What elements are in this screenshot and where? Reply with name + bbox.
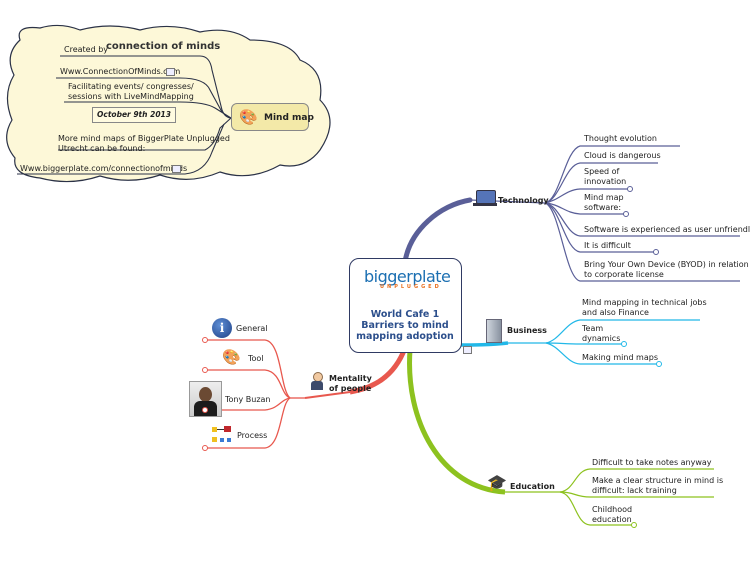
biggerplate-link[interactable]: Www.biggerplate.com/connectionofminds — [20, 164, 188, 173]
expand-icon[interactable] — [631, 522, 637, 528]
more-maps-line-2: Utrecht can be found: — [58, 144, 146, 153]
flowchart-icon — [210, 425, 234, 445]
mentality-item-process[interactable]: Process — [237, 431, 268, 440]
expand-icon[interactable] — [202, 337, 208, 343]
website-link[interactable]: Www.ConnectionOfMinds.com — [60, 67, 181, 76]
biggerplate-logo-sub: UNPLUGGED — [380, 284, 442, 290]
building-icon — [486, 319, 502, 343]
callout-cloud — [6, 24, 331, 183]
palette-icon: 🎨 — [222, 348, 241, 366]
palette-icon: 🎨 — [239, 108, 258, 126]
expand-icon[interactable] — [627, 186, 633, 192]
more-maps-line-1: More mind maps of BiggerPlate Unplugged — [58, 134, 230, 143]
tech-item-5[interactable]: Software is experienced as user unfriend… — [584, 225, 750, 234]
expand-icon[interactable] — [623, 211, 629, 217]
education-label[interactable]: Education — [510, 482, 555, 491]
laptop-icon — [476, 190, 496, 204]
mind-map-node[interactable]: 🎨 Mind map — [231, 103, 314, 131]
education-item-1[interactable]: Difficult to take notes anyway — [592, 458, 712, 467]
technology-label[interactable]: Technology — [498, 196, 549, 205]
central-topic[interactable]: biggerplate UNPLUGGED World Cafe 1 Barri… — [349, 258, 462, 353]
connection-of-minds-logo: connection of minds — [106, 41, 221, 52]
person-icon — [310, 372, 324, 390]
mentality-item-tool[interactable]: Tool — [248, 354, 264, 363]
mind-map-label: Mind map — [264, 113, 314, 123]
tech-item-2[interactable]: Cloud is dangerous — [584, 151, 661, 160]
created-by-label: Created by — [64, 45, 109, 54]
facilitating-line-1: Facilitating events/ congresses/ — [68, 82, 194, 91]
tech-item-6[interactable]: It is difficult — [584, 241, 631, 250]
mentality-item-general[interactable]: General — [236, 324, 268, 333]
expand-icon[interactable] — [202, 445, 208, 451]
expand-icon[interactable] — [621, 341, 627, 347]
central-topic-title: World Cafe 1 Barriers to mind mapping ad… — [356, 309, 454, 342]
expand-icon[interactable] — [202, 407, 208, 413]
tech-item-1[interactable]: Thought evolution — [584, 134, 657, 143]
link-icon[interactable] — [463, 346, 472, 354]
mentality-item-tony-buzan[interactable]: Tony Buzan — [225, 395, 271, 404]
biggerplate-logo: biggerplate — [364, 267, 451, 286]
business-item-3[interactable]: Making mind maps — [582, 353, 658, 362]
link-icon[interactable] — [166, 68, 175, 76]
expand-icon[interactable] — [656, 361, 662, 367]
date-label: October 9th 2013 — [92, 107, 176, 123]
expand-icon[interactable] — [202, 367, 208, 373]
business-label[interactable]: Business — [507, 326, 547, 335]
expand-icon[interactable] — [653, 249, 659, 255]
facilitating-line-2: sessions with LiveMindMapping — [68, 92, 194, 101]
graduation-cap-icon: 🎓 — [487, 473, 507, 492]
link-icon[interactable] — [172, 165, 181, 173]
laptop-base-icon — [473, 203, 497, 206]
info-icon: i — [212, 318, 232, 338]
tech-item-7[interactable]: Bring Your Own Device (BYOD) in relation… — [584, 260, 749, 279]
